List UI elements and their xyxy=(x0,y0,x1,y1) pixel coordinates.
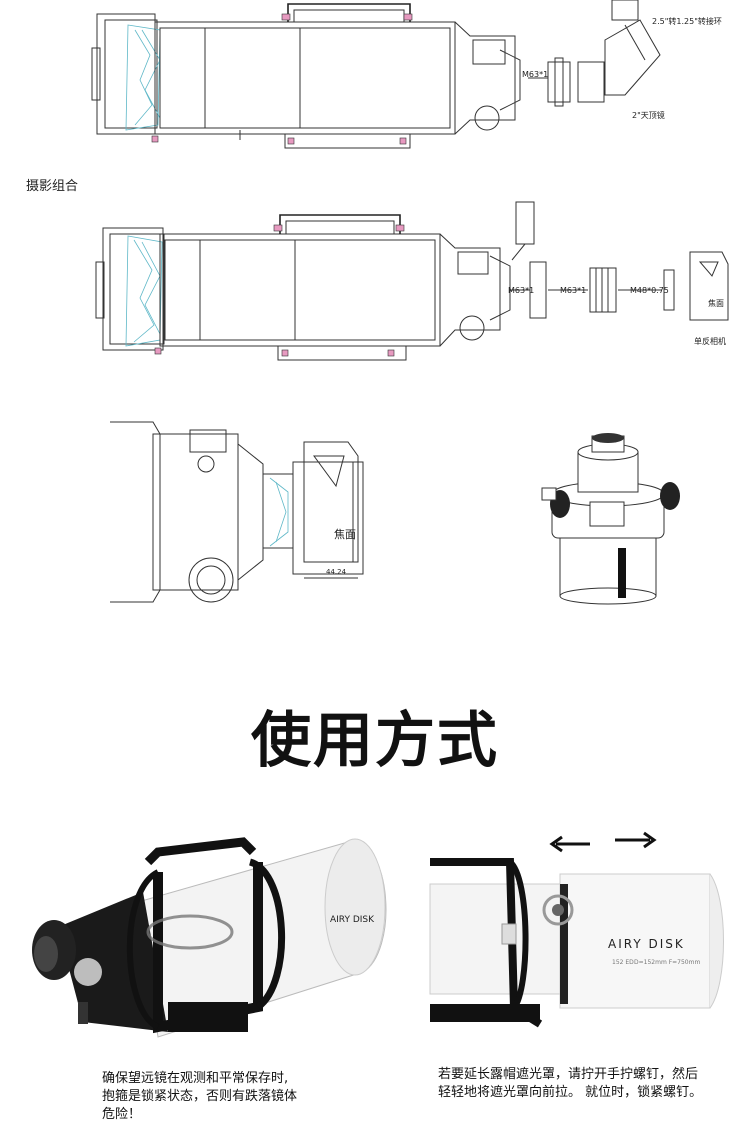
caption-left-line-1: 确保望远镜在观测和平常保存时, xyxy=(102,1071,289,1086)
visual-set-diagram xyxy=(91,0,661,149)
brand-left: AIRY DISK xyxy=(330,915,375,925)
caption-right: 若要延长露帽遮光罩，请拧开手拧螺钉，然后 轻轻地将遮光罩向前拉。 就位时，锁紧螺… xyxy=(438,1066,738,1102)
spec-right: D=152mm F=750mm xyxy=(634,959,700,966)
caption-right-line-2: 轻轻地将遮光罩向前拉。 就位时，锁紧螺钉。 xyxy=(438,1085,703,1100)
telescope-ring-photo: AIRY DISK xyxy=(32,837,387,1038)
closeup-dimension: 44.24 xyxy=(326,568,347,576)
photo-thread-3: M48*0.75 xyxy=(630,286,669,295)
usage-heading: 使用方式 xyxy=(251,706,499,776)
brand-right: AIRY DISK xyxy=(608,937,685,951)
caption-left-line-2: 抱箍是锁紧状态，否则有跌落镜体 xyxy=(102,1089,298,1104)
photo-section-title: 摄影组合 xyxy=(26,179,79,194)
caption-left: 确保望远镜在观测和平常保存时, 抱箍是锁紧状态，否则有跌落镜体 危险！ xyxy=(102,1070,362,1124)
focuser-closeup-diagram xyxy=(110,421,364,603)
photo-thread-1: M63*1 xyxy=(508,286,535,295)
arrow-left-icon xyxy=(552,840,590,850)
dew-shield-photo: AIRY DISK 152 ED D=152mm F=750mm xyxy=(429,831,724,1028)
diagonal-label: 2"天顶镜 xyxy=(632,111,665,120)
focuser-3d-render xyxy=(541,433,680,605)
arrow-right-icon xyxy=(612,836,652,846)
camera-label: 单反相机 xyxy=(694,337,726,346)
thread-label: M63*1 xyxy=(522,70,549,79)
caption-right-line-1: 若要延长露帽遮光罩，请拧开手拧螺钉，然后 xyxy=(438,1067,699,1082)
model-right: 152 ED xyxy=(612,959,634,966)
caption-left-line-3: 危险！ xyxy=(102,1107,142,1122)
photo-focal-label: 焦面 xyxy=(708,299,724,308)
photo-thread-2: M63*1 xyxy=(560,286,587,295)
closeup-focal-label: 焦面 xyxy=(334,528,356,541)
adapter-label: 2.5"转1.25"转接环 xyxy=(652,17,722,26)
photo-set-diagram xyxy=(95,201,729,361)
